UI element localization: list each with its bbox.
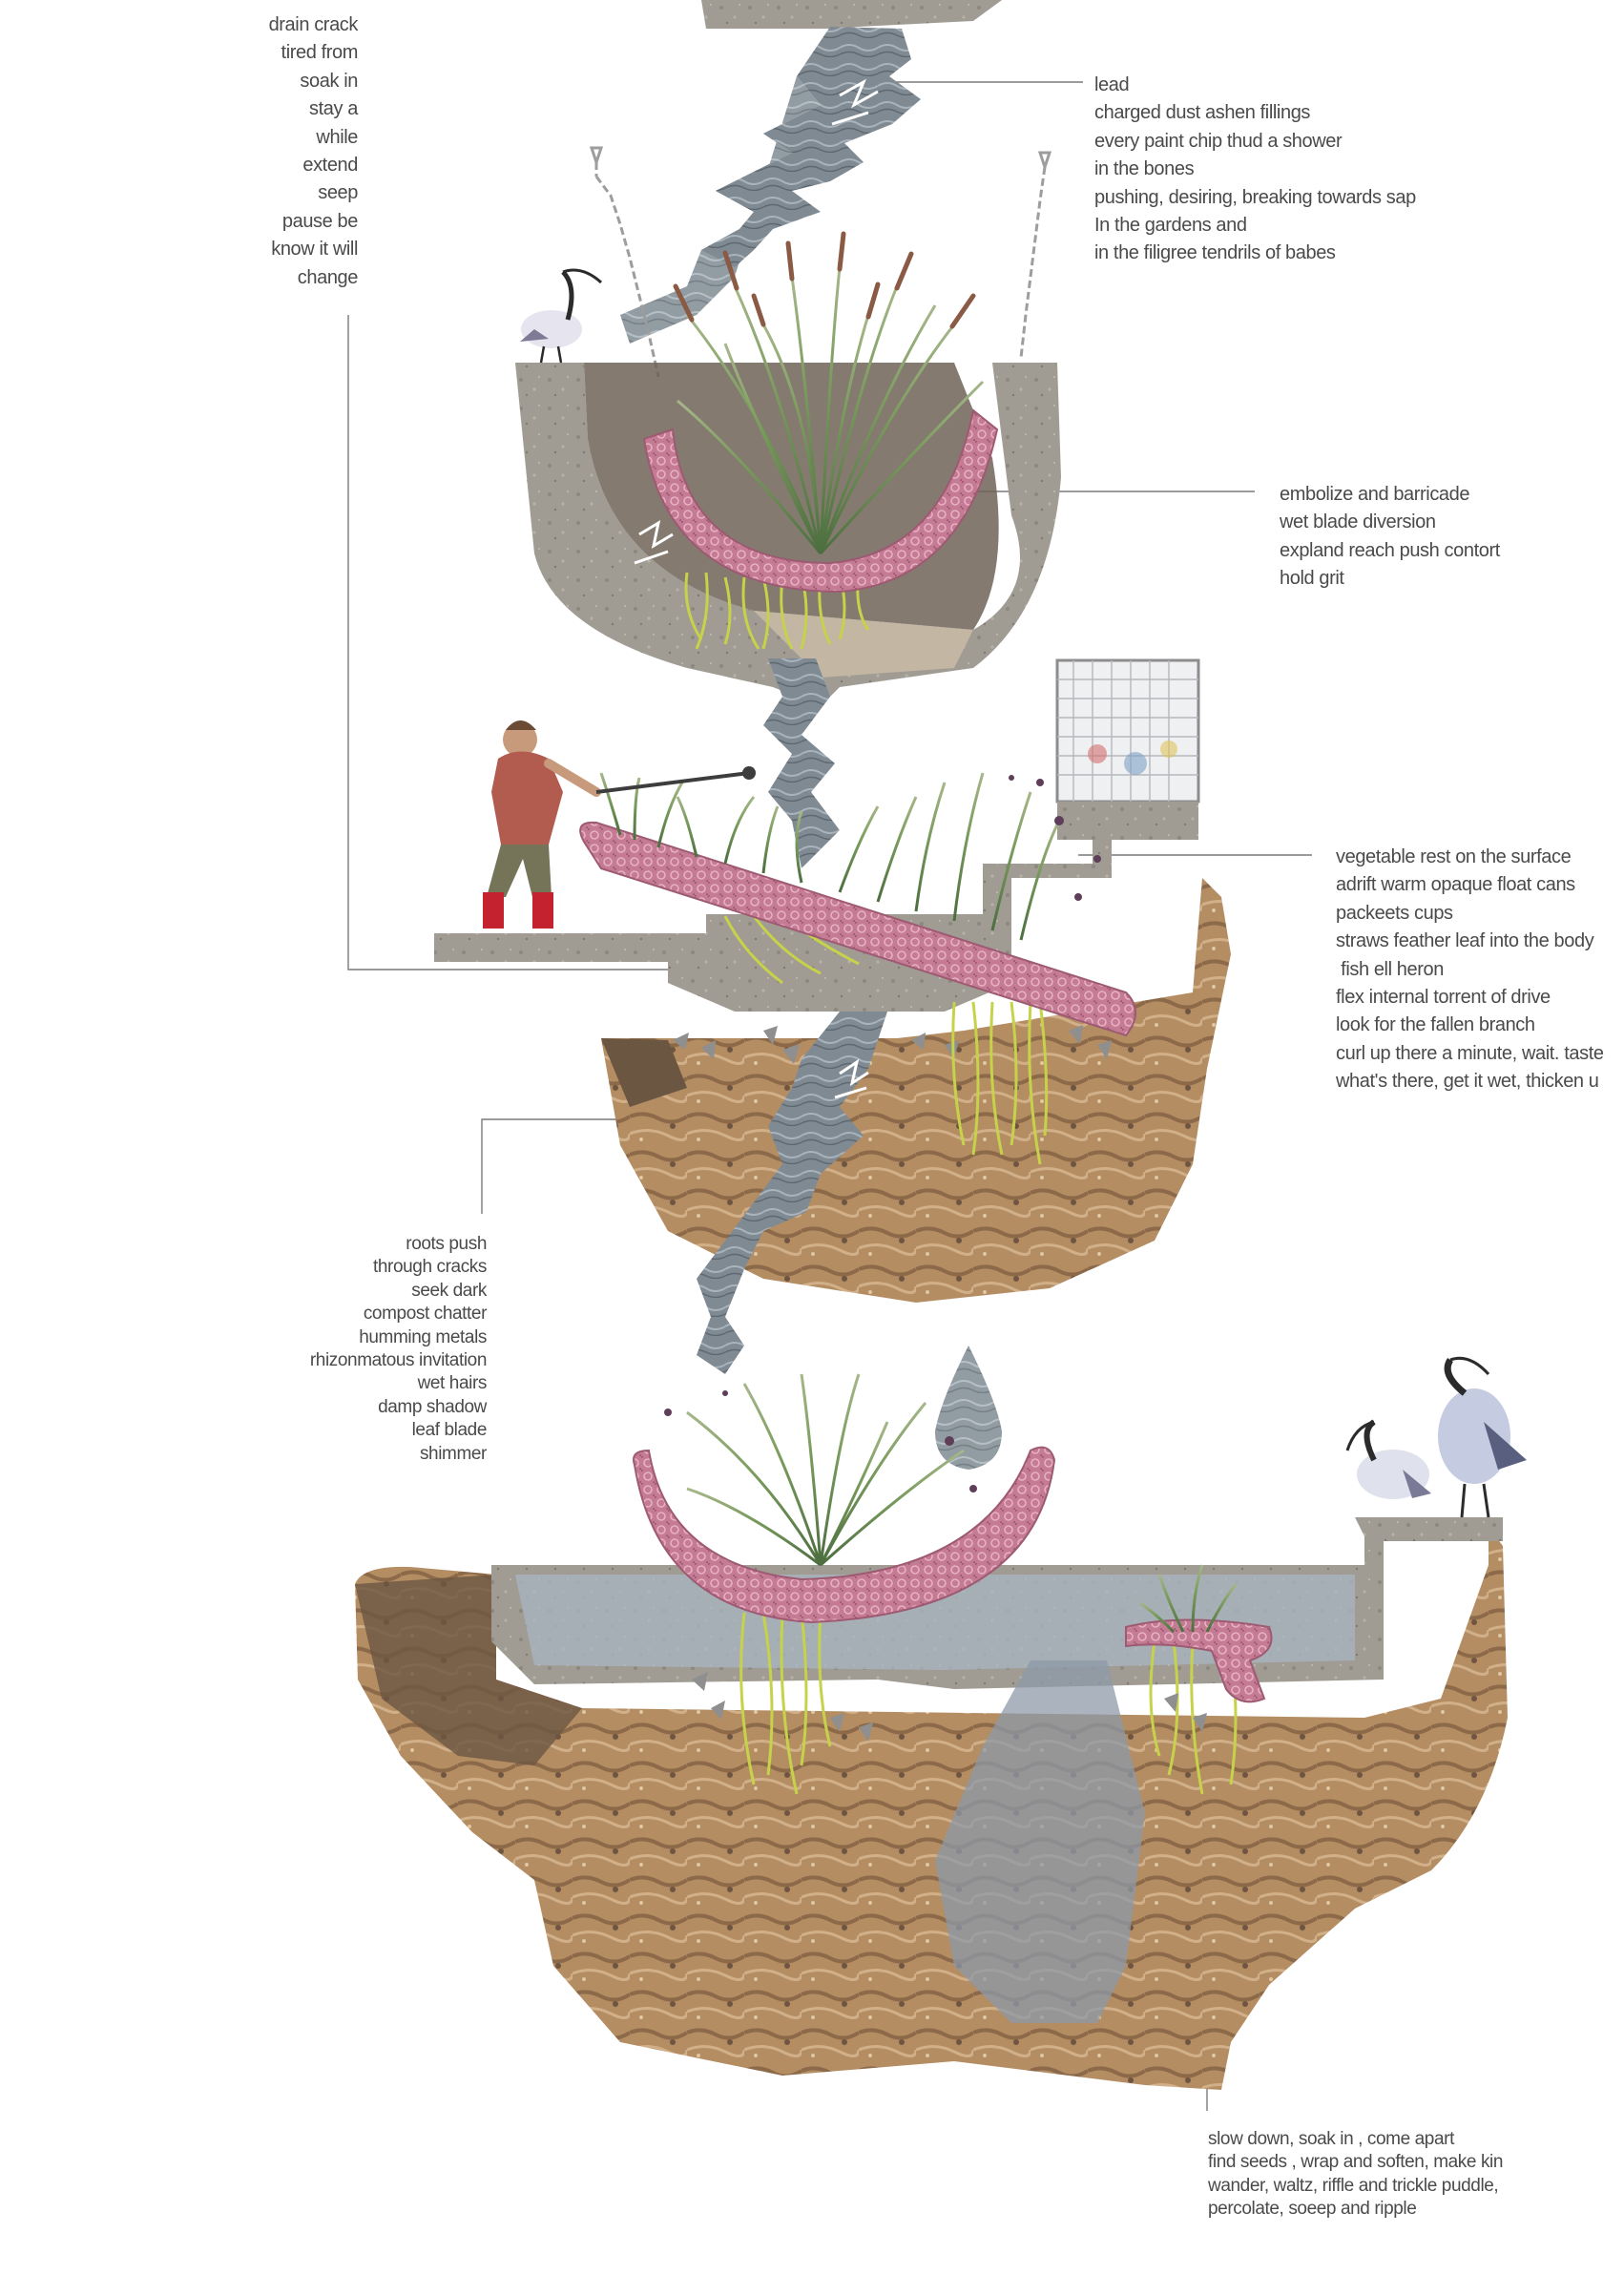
ibis-icon [1438,1356,1527,1518]
bottom-section [355,1373,1508,2090]
allium-heads [664,1390,977,1492]
grass-tuft [686,1373,965,1567]
poem-line: in the bones [1094,158,1195,180]
drain-glyph-icon [834,1058,869,1099]
drain-glyph-icon [831,78,879,126]
poem-line: extend [302,155,358,177]
poem-line: embolize and barricade [1280,484,1470,505]
poem-line: flex internal torrent of drive [1336,987,1551,1009]
child-figure [483,720,756,929]
poem-line: seep [318,182,358,204]
ibis-icon [1345,1419,1431,1499]
poem-line: drain crack [268,14,359,35]
poem-line: rhizonmatous invitation [309,1350,488,1371]
grass-tuft [599,772,1061,941]
poem-line: packeets cups [1336,902,1453,924]
poem-line: slow down, soak in , come apart [1208,2129,1454,2149]
poem-line: seek dark [411,1280,487,1301]
poem-line: curl up there a minute, wait. taste [1336,1042,1604,1064]
grass-tuft [677,266,985,555]
poem-line: hold grit [1280,568,1344,590]
poem-line: charged dust ashen fillings [1094,102,1311,124]
allium-heads [1009,775,1101,901]
drain-glyph-icon [634,519,674,565]
poem-line: pause be [281,210,359,232]
grass-tuft [1139,1564,1238,1634]
poem-line: look for the fallen branch [1336,1014,1535,1036]
poem-line: adrift warm opaque float cans [1336,874,1575,896]
poem-embolize: embolize and barricade wet blade diversi… [1280,481,1500,594]
drain-stream-top [620,0,1002,344]
poem-roots: roots push through cracks seek dark comp… [239,1233,488,1466]
poem-line: every paint chip thud a shower [1094,130,1343,152]
poem-line: wander, waltz, riffle and trickle puddle… [1208,2175,1499,2196]
poem-lead: lead charged dust ashen fillings every p… [1094,72,1416,268]
poem-drain: drain crack tired from soak in stay a wh… [172,11,359,292]
poem-line: vegetable rest on the surface [1336,846,1572,867]
chain-icon [589,146,1052,378]
poem-line: soak in [300,70,358,92]
water-drop-icon [935,1346,1002,1470]
poem-line: pushing, desiring, breaking towards sap [1094,186,1416,208]
paint-chips [673,1025,1112,1064]
poem-line: roots push [406,1234,487,1254]
top-planter [642,231,999,650]
poem-line: change [297,266,359,288]
poem-line: in the filigree tendrils of babes [1094,242,1336,264]
poem-line: through cracks [372,1257,487,1278]
poem-line: straws feather leaf into the body [1336,930,1594,952]
poem-line: humming metals [359,1326,487,1347]
poem-line: what's there, get it wet, thicken u [1336,1071,1599,1093]
poem-vegetable: vegetable rest on the surface adrift war… [1336,844,1604,1096]
leader-roots [481,1118,668,1214]
middle-section [434,772,1231,1374]
poem-line: know it will [271,239,358,261]
poem-line: damp shadow [378,1396,487,1417]
poem-line: wet hairs [417,1373,488,1394]
paint-chips [692,1672,1207,1742]
poem-line: shimmer [419,1443,487,1464]
poem-line: wet blade diversion [1280,511,1436,533]
poem-line: percolate, soeep and ripple [1208,2199,1417,2220]
poem-line: expland reach push contort [1280,539,1500,561]
ibis-icon [520,268,603,364]
poem-line: fish ell heron [1336,958,1444,980]
poem-line: find seeds , wrap and soften, make kin [1208,2152,1504,2173]
poem-line: stay a [309,98,358,120]
leader-drain [347,315,706,971]
cage-icon [1055,658,1200,840]
poem-slow: slow down, soak in , come apart find see… [1208,2128,1503,2222]
poem-line: while [316,126,358,148]
poem-line: In the gardens and [1094,215,1247,237]
poem-line: tired from [281,42,359,64]
poem-line: lead [1094,74,1130,95]
grass-seed-heads [673,231,976,329]
poem-line: leaf blade [411,1420,488,1441]
poem-line: compost chatter [363,1304,488,1325]
